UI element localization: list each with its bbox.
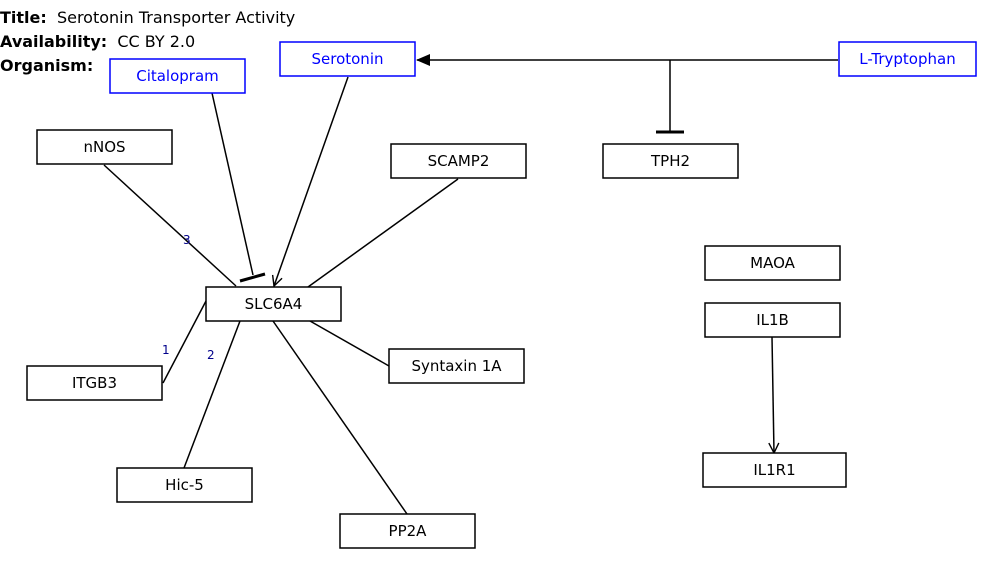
node-itgb3[interactable]: ITGB3 — [26, 365, 163, 401]
node-il1r1[interactable]: IL1R1 — [702, 452, 847, 488]
node-label-maoa: MAOA — [750, 254, 795, 272]
references: 3 1 2 — [162, 233, 215, 362]
node-tph2[interactable]: TPH2 — [602, 143, 739, 179]
node-label-scamp2: SCAMP2 — [428, 152, 490, 170]
node-label-pp2a: PP2A — [389, 522, 428, 540]
availability-value: CC BY 2.0 — [117, 32, 196, 51]
availability-label: Availability: — [0, 32, 108, 51]
node-maoa[interactable]: MAOA — [704, 245, 841, 281]
node-label-citalopram: Citalopram — [136, 67, 219, 85]
edge-il1b-to-il1r1[interactable] — [772, 336, 774, 453]
edge-slc6a4-pp2a[interactable] — [272, 320, 408, 515]
node-label-il1b: IL1B — [756, 311, 789, 329]
reference-1[interactable]: 1 — [162, 343, 170, 357]
node-label-slc6a4: SLC6A4 — [245, 295, 303, 313]
organism-row: Organism: — [0, 56, 93, 75]
title-row: Title: Serotonin Transporter Activity — [0, 8, 295, 27]
node-label-syntaxin-1a: Syntaxin 1A — [411, 357, 502, 375]
node-label-tph2: TPH2 — [650, 152, 690, 170]
edge-slc6a4-hic5[interactable] — [183, 320, 241, 469]
node-label-il1r1: IL1R1 — [753, 461, 795, 479]
node-label-itgb3: ITGB3 — [72, 374, 117, 392]
node-syntaxin-1a[interactable]: Syntaxin 1A — [388, 348, 525, 384]
title-value: Serotonin Transporter Activity — [56, 8, 296, 27]
inhibition-bar-citalopram — [239, 272, 266, 283]
node-label-l-tryptophan: L-Tryptophan — [859, 50, 955, 68]
title-label: Title: — [0, 8, 47, 27]
node-l-tryptophan[interactable]: L-Tryptophan — [838, 41, 977, 77]
node-scamp2[interactable]: SCAMP2 — [390, 143, 527, 179]
edge-slc6a4-syntaxin1a[interactable] — [309, 320, 390, 367]
node-nnos[interactable]: nNOS — [36, 129, 173, 165]
node-pp2a[interactable]: PP2A — [339, 513, 476, 549]
node-serotonin[interactable]: Serotonin — [279, 41, 416, 77]
edge-slc6a4-itgb3[interactable] — [162, 300, 207, 384]
node-il1b[interactable]: IL1B — [704, 302, 841, 338]
availability-row: Availability: CC BY 2.0 — [0, 32, 195, 51]
edge-scamp2-slc6a4[interactable] — [307, 178, 459, 288]
edge-nnos-slc6a4[interactable] — [103, 164, 237, 287]
node-hic-5[interactable]: Hic-5 — [116, 467, 253, 503]
node-citalopram[interactable]: Citalopram — [109, 58, 246, 94]
node-slc6a4[interactable]: SLC6A4 — [205, 286, 342, 322]
edge-serotonin-to-slc6a4[interactable] — [274, 76, 349, 286]
reference-2[interactable]: 2 — [207, 348, 215, 362]
node-label-nnos: nNOS — [83, 138, 125, 156]
edges — [103, 54, 838, 515]
edge-citalopram-inhibits-slc6a4[interactable] — [211, 92, 254, 276]
node-label-hic-5: Hic-5 — [165, 476, 204, 494]
organism-label: Organism: — [0, 56, 94, 75]
reference-3[interactable]: 3 — [183, 233, 191, 247]
node-label-serotonin: Serotonin — [311, 50, 383, 68]
